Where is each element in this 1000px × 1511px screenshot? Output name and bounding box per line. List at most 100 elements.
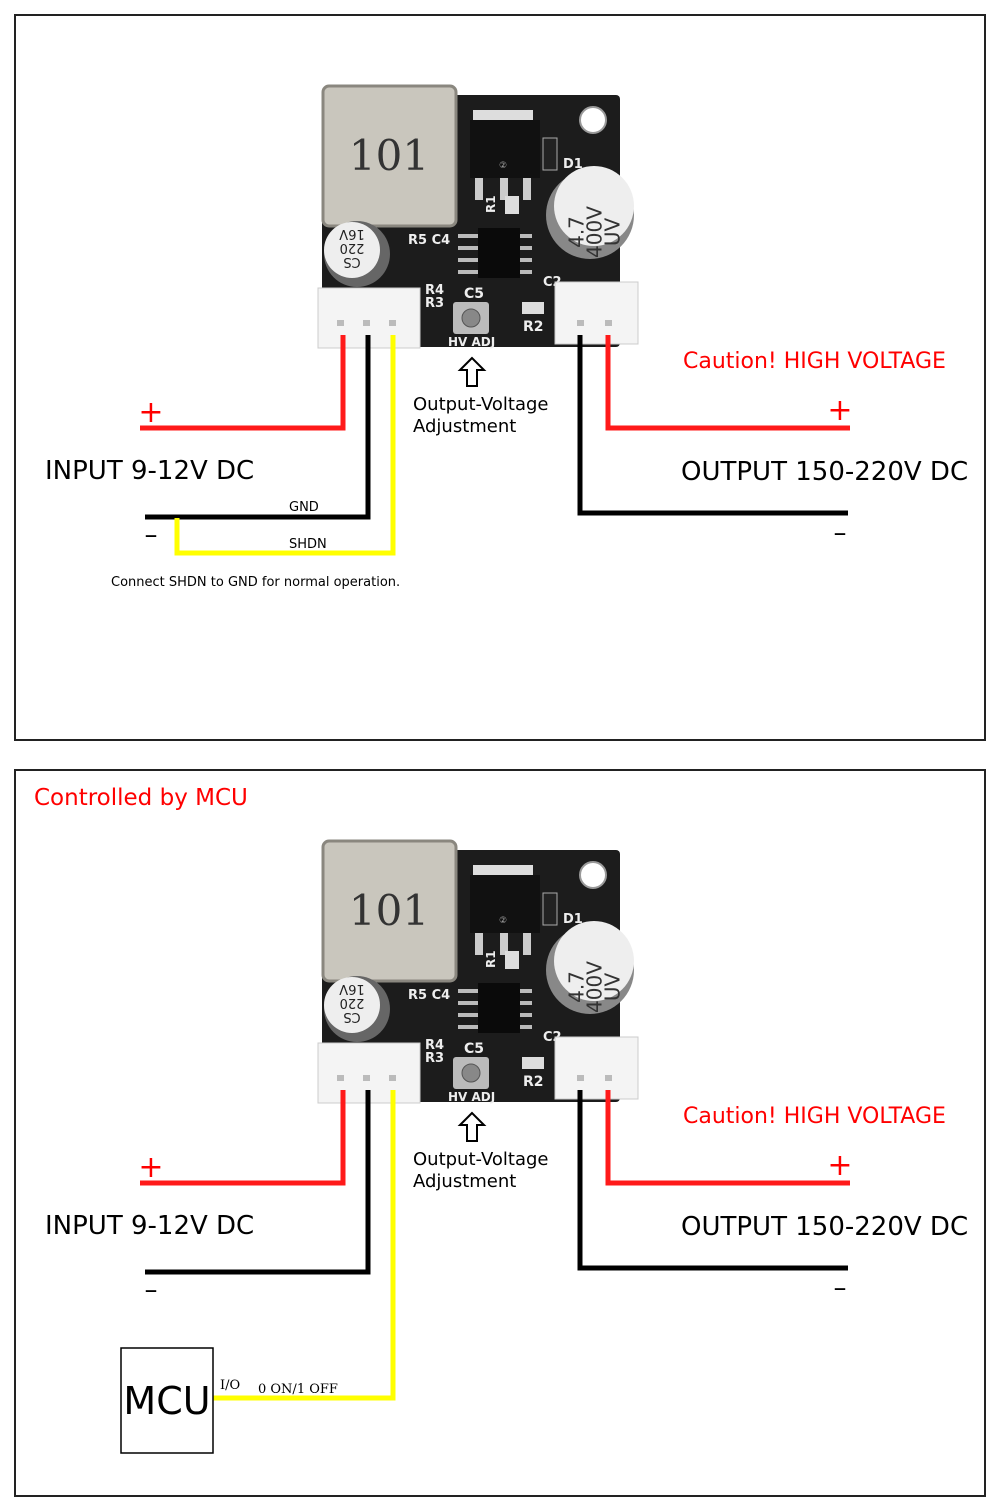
ic-pin [520,989,532,993]
transistor-pin [475,178,483,200]
silkscreen-c5: C5 [464,1041,484,1057]
input-label: INPUT 9-12V DC [45,456,254,486]
diode-d1 [542,137,558,171]
connector-pin [337,1075,344,1081]
adjust-label-line1: Output-Voltage [413,394,548,415]
ic-pin [520,246,532,250]
ic-pin [458,989,478,993]
potentiometer-screw [461,308,481,328]
potentiometer-screw [461,1063,481,1083]
shdn-label: SHDN [289,537,327,552]
silkscreen-r2: R2 [523,1074,544,1090]
ic-pin [520,258,532,262]
connector-pin [337,320,344,326]
silkscreen-r1: R1 [484,950,498,968]
silkscreen-r4: R4 [425,283,444,298]
ic-pin [520,1025,532,1029]
output-minus-sign: – [834,518,847,548]
silkscreen-hv-adj: HV ADJ [448,1090,495,1104]
capacitor-220-marking: 16V [339,226,365,241]
io-label: I/O [220,1378,240,1393]
up-arrow-icon [457,356,487,387]
inductor-marking: 101 [349,886,429,935]
transistor-marking: ② [499,161,507,171]
resistor-r1 [505,196,519,214]
output-connector [554,1036,639,1100]
input-label: INPUT 9-12V DC [45,1211,254,1241]
resistor-r2 [522,302,544,314]
capacitor-220-marking: 16V [339,981,365,996]
shdn-note: Connect SHDN to GND for normal operation… [111,575,400,590]
ic-pin [458,1013,478,1017]
input-plus-sign: + [138,1150,163,1185]
capacitor-400v-marking: 4.7 [565,971,589,1003]
connector-pin [363,320,370,326]
high-voltage-caution: Caution! HIGH VOLTAGE [683,1104,946,1129]
output-plus-sign: + [827,393,852,428]
ic-pin [520,1013,532,1017]
silkscreen-r2: R2 [523,319,544,335]
capacitor-400v-marking: 4.7 [565,216,589,248]
transistor-pin [500,933,508,955]
mcu-label: MCU [123,1379,210,1423]
ic-pin [458,1001,478,1005]
capacitor-400v-marking: 400V [583,961,607,1013]
ic-pin [520,234,532,238]
ic-pin [458,234,478,238]
ic-pin [520,270,532,274]
mounting-hole [579,106,607,134]
gnd-label: GND [289,500,319,515]
silkscreen-r5-c4: R5 C4 [408,988,450,1003]
up-arrow-icon [457,1111,487,1142]
connector-pin [389,320,396,326]
input-positive-wire [140,1090,346,1186]
output-connector [554,281,639,345]
capacitor-220-marking: CS [343,1009,360,1024]
high-voltage-caution: Caution! HIGH VOLTAGE [683,349,946,374]
connector-pin [577,1075,584,1081]
transistor-pin [500,178,508,200]
shdn-wire [174,335,396,556]
ic-chip [478,228,520,278]
mounting-hole [579,861,607,889]
capacitor-220-marking: CS [343,254,360,269]
capacitor-400v-top [554,921,634,1001]
input-positive-wire [140,335,346,431]
connector-pin [389,1075,396,1081]
connector-pin [605,320,612,326]
resistor-r1 [505,951,519,969]
input-ground-wire [145,1090,371,1275]
capacitor-400v-marking: UV [601,973,625,1002]
connector-pin [363,1075,370,1081]
capacitor-400v-marking: 400V [583,206,607,258]
resistor-r2 [522,1057,544,1069]
silkscreen-r3: R3 [425,296,444,311]
input-ground-wire [145,335,371,520]
ic-pin [458,246,478,250]
output-positive-wire [605,335,850,431]
silkscreen-r3: R3 [425,1051,444,1066]
capacitor-220-marking: 220 [340,995,365,1010]
transistor-tab [473,110,533,120]
silkscreen-hv-adj: HV ADJ [448,335,495,349]
adjust-label-line2: Adjustment [413,416,516,437]
mcu-io-wire [213,1090,396,1401]
ic-chip [478,983,520,1033]
transistor-pin [523,933,531,955]
silkscreen-r1: R1 [484,195,498,213]
output-minus-sign: – [834,1273,847,1303]
transistor-marking: ② [499,916,507,926]
capacitor-400v-marking: UV [601,218,625,247]
output-positive-wire [605,1090,850,1186]
input-minus-sign: – [145,1275,158,1305]
panel-title: Controlled by MCU [34,785,248,811]
transistor [470,120,540,178]
ic-pin [458,1025,478,1029]
io-state-label: 0 ON/1 OFF [258,1382,338,1397]
mcu-box [120,1347,214,1454]
inductor-marking: 101 [349,131,429,180]
input-minus-sign: – [145,520,158,550]
